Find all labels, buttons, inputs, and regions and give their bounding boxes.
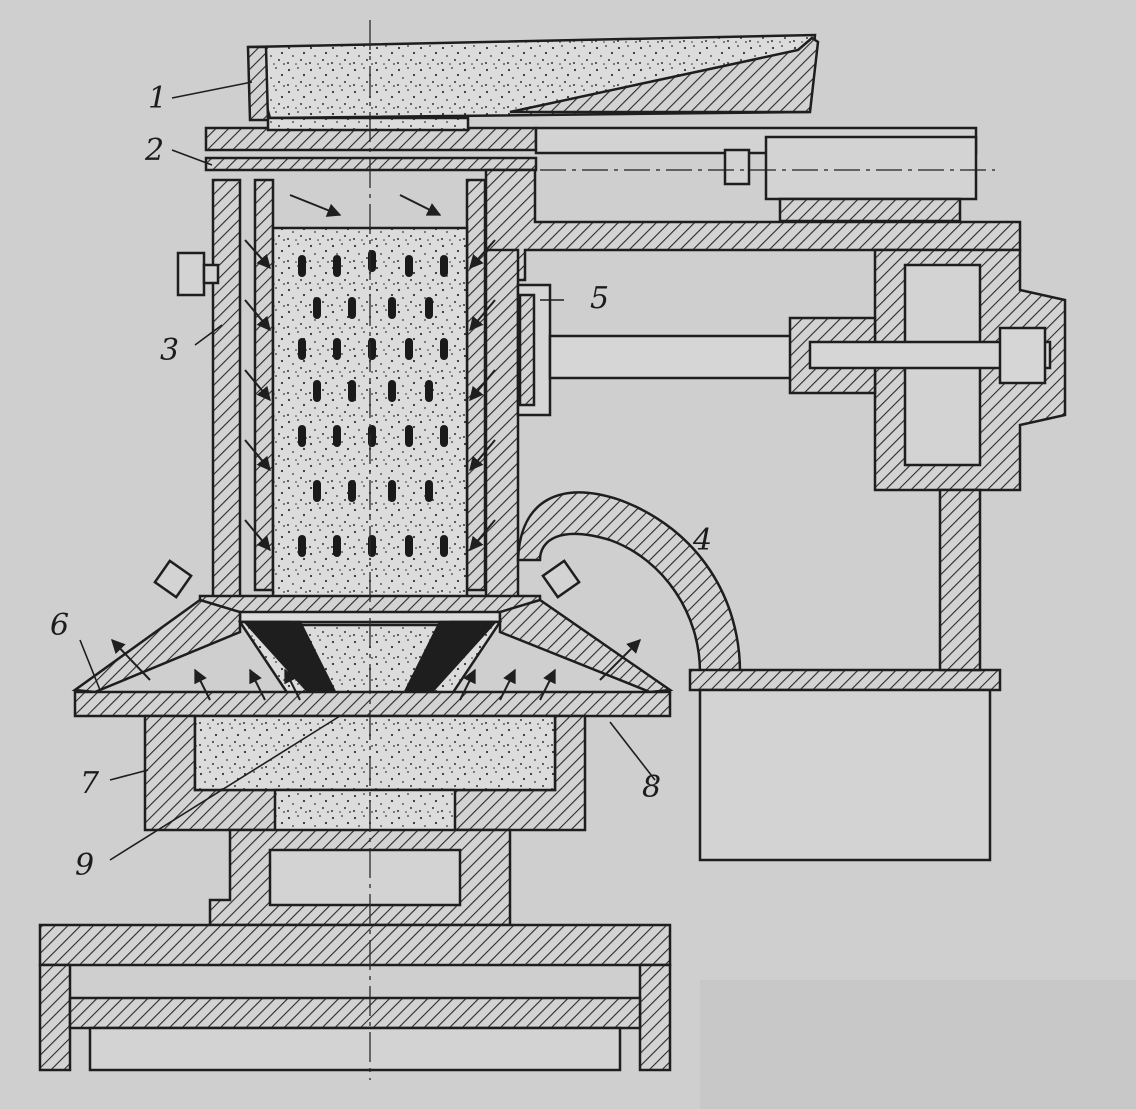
callout-7: 7 [80,766,100,801]
callout-9: 9 [75,848,94,883]
callout-4: 4 [692,523,712,558]
scan-blank-area [700,980,1136,1109]
cylinder-housing [198,178,542,624]
piston-housing [788,248,1067,492]
callout-8: 8 [642,770,661,805]
knob-icon [541,559,581,599]
knob-icon [176,251,220,297]
callout-2: 2 [144,133,164,168]
airflow-arrows [111,194,641,701]
base-column [208,828,512,927]
callout-labels: 1 2 3 4 5 6 7 8 9 [50,81,712,883]
screen-slots [298,250,448,557]
leader-lines [79,81,656,861]
top-plate-and-slide-gate [204,116,995,223]
core-box [143,714,587,852]
callout-1: 1 [148,81,167,116]
knob-icon [153,559,193,599]
vent-plate [73,690,672,718]
sand-hopper [246,33,820,122]
callout-3: 3 [160,333,179,368]
support-arm [516,488,1002,862]
bottom-table [38,923,672,1072]
callout-5: 5 [590,281,609,316]
callout-6: 6 [50,608,69,643]
pressure-pad-and-shaft [516,283,812,417]
